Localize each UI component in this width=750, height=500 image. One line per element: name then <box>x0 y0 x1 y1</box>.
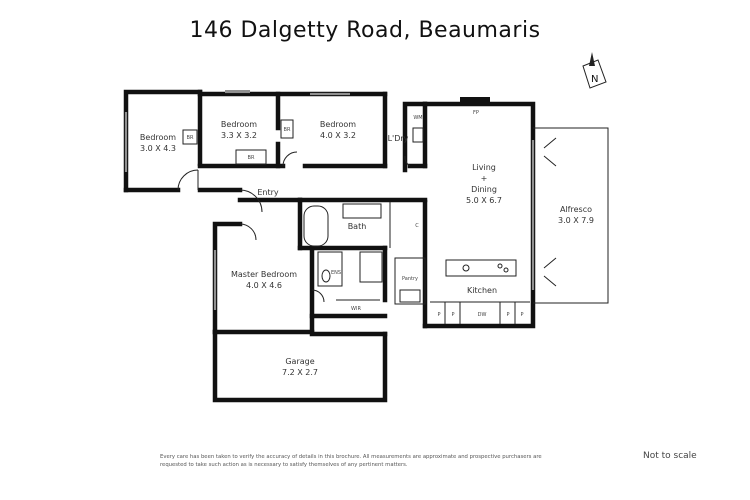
fixture-label-fireplace: FP <box>473 110 479 116</box>
fixture-label-robe-3: BR <box>284 127 291 133</box>
disclaimer-text: Every care has been taken to verify the … <box>160 454 542 468</box>
fixture-label-pantry-3: P <box>506 312 509 318</box>
room-label-garage: Garage <box>285 357 314 366</box>
room-label-living: Living <box>472 163 496 172</box>
fixture-label-pantry-2: P <box>451 312 454 318</box>
fixture-label-cupboard: C <box>415 223 419 229</box>
room-label-alfresco: Alfresco <box>560 205 592 214</box>
fixture-label-robe-2: BR <box>248 155 255 161</box>
room-label-bedroom-1: Bedroom <box>140 133 176 142</box>
exterior-walls <box>123 89 536 403</box>
room-label-bedroom-3: Bedroom <box>320 120 356 129</box>
room-label-bedroom-2: Bedroom <box>221 120 257 129</box>
room-label-wir: WIR <box>351 306 361 312</box>
fireplace-icon <box>460 97 490 104</box>
fixture-label-washing-machine: WM <box>413 115 422 121</box>
room-label-dining: Dining <box>471 185 497 194</box>
not-to-scale-note: Not to scale <box>643 451 697 461</box>
room-size-living: 5.0 X 6.7 <box>466 196 502 205</box>
room-label-ensuite: ENS <box>331 270 341 276</box>
room-size-bedroom-2: 3.3 X 3.2 <box>221 131 257 140</box>
room-size-alfresco: 3.0 X 7.9 <box>558 216 594 225</box>
fixture-label-dishwasher: DW <box>478 312 487 318</box>
room-label-living-plus: + <box>481 174 488 183</box>
room-label-laundry: L'Dry <box>388 134 409 143</box>
north-compass-icon: N <box>582 52 607 89</box>
room-label-entry: Entry <box>257 188 279 197</box>
fixture-label-pantry-4: P <box>520 312 523 318</box>
fixture-label-robe-1: BR <box>187 135 194 141</box>
fixture-label-pantry-1: P <box>437 312 440 318</box>
interior-details <box>124 90 609 324</box>
room-label-master-bedroom: Master Bedroom <box>231 270 297 279</box>
room-size-master-bedroom: 4.0 X 4.6 <box>246 281 282 290</box>
room-label-pantry: Pantry <box>402 276 418 282</box>
room-label-bath: Bath <box>348 222 367 231</box>
room-size-bedroom-3: 4.0 X 3.2 <box>320 131 356 140</box>
room-label-kitchen: Kitchen <box>467 286 497 295</box>
compass-label: N <box>591 74 598 85</box>
room-size-garage: 7.2 X 2.7 <box>282 368 318 377</box>
room-size-bedroom-1: 3.0 X 4.3 <box>140 144 176 153</box>
plan-title: 146 Dalgetty Road, Beaumaris <box>189 18 541 43</box>
